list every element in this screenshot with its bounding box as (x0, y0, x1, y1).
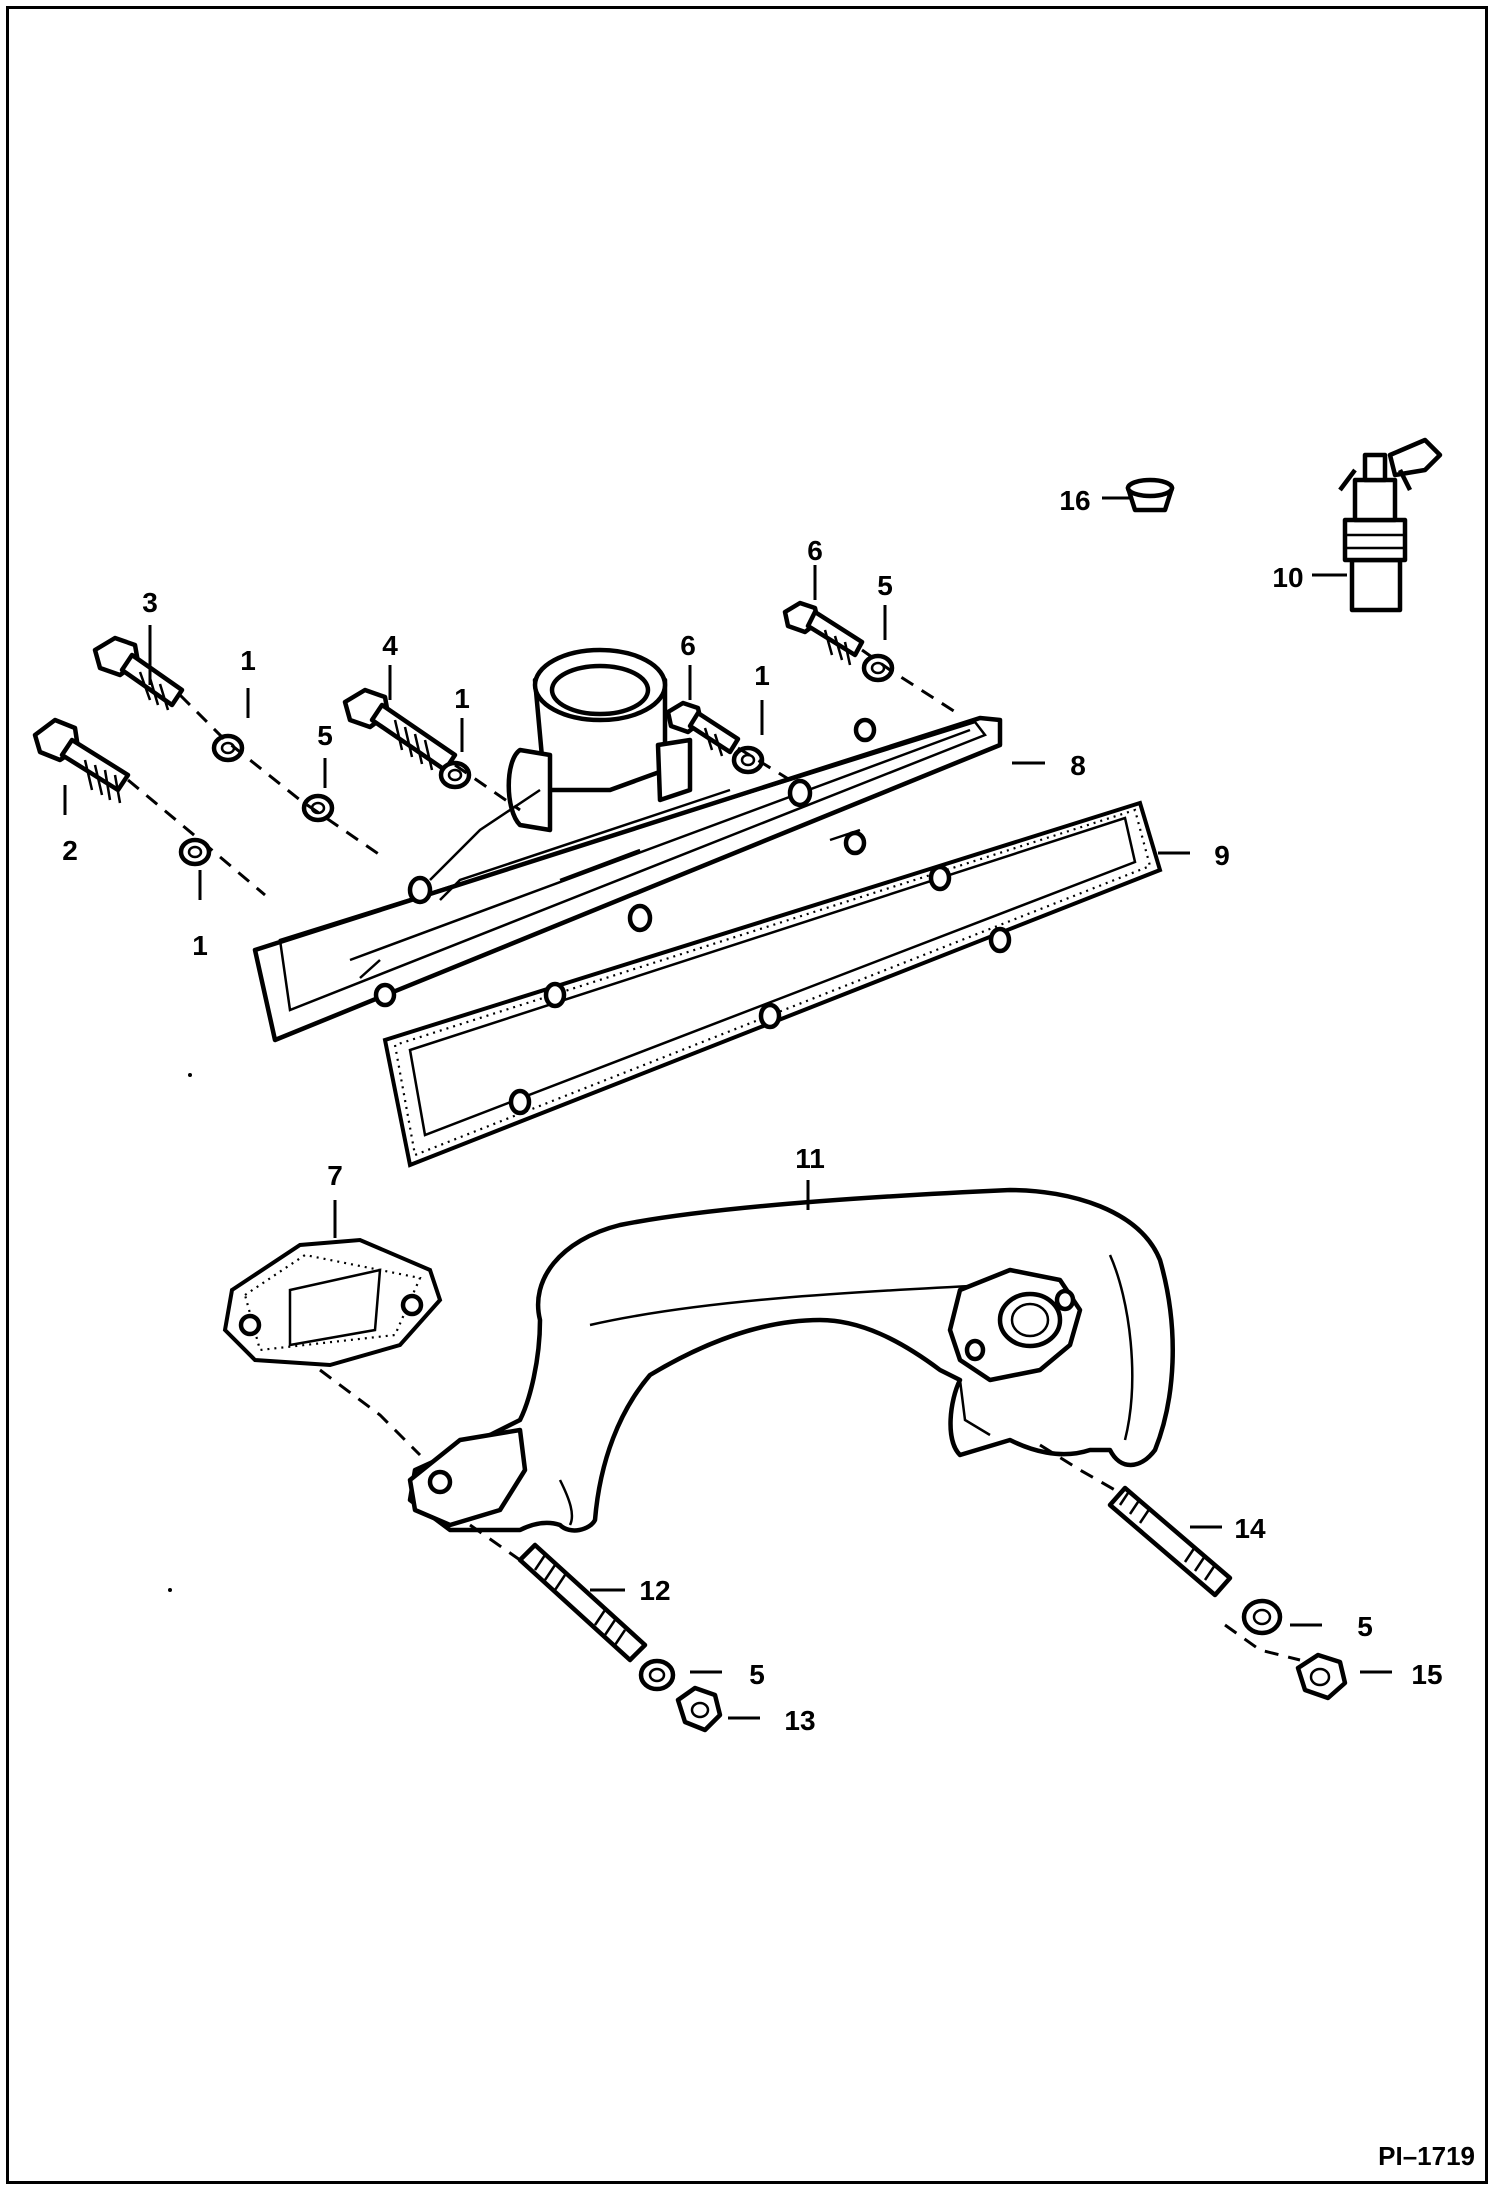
callout-4: 4 (382, 630, 398, 661)
callout-6-a: 6 (807, 535, 823, 566)
stud-14 (1107, 1485, 1233, 1598)
callout-5-c: 5 (749, 1659, 765, 1690)
washer-5-right (1241, 1598, 1283, 1636)
manifold-gasket (382, 800, 1163, 1168)
callout-1-b: 1 (454, 683, 470, 714)
plug-16 (1125, 477, 1175, 513)
nut-15 (1295, 1652, 1348, 1701)
callout-5-b: 5 (877, 570, 893, 601)
callout-16: 16 (1059, 485, 1090, 516)
gasket-7 (222, 1237, 443, 1368)
bolt-3 (92, 635, 185, 711)
callout-14: 14 (1234, 1513, 1266, 1544)
callout-15: 15 (1411, 1659, 1442, 1690)
figure-reference: PI–1719 (1378, 2141, 1475, 2171)
callout-1-a: 1 (240, 645, 256, 676)
callout-5-d: 5 (1357, 1611, 1373, 1642)
callout-5-a: 5 (317, 720, 333, 751)
nut-13 (675, 1685, 723, 1733)
assembly-lines-upper (127, 648, 961, 897)
bolt-6-lower (665, 700, 741, 757)
callout-9: 9 (1214, 840, 1230, 871)
speck (188, 1073, 192, 1077)
callout-1-d: 1 (192, 930, 208, 961)
stud-12 (517, 1542, 648, 1663)
diagram-frame (6, 6, 1488, 2184)
callout-6-b: 6 (680, 630, 696, 661)
callout-12: 12 (639, 1575, 670, 1606)
bolt-2 (32, 717, 131, 804)
washers (178, 653, 895, 867)
exhaust-elbow-11 (407, 1187, 1175, 1533)
assembly-lines-lower (319, 1368, 1301, 1662)
sensor-10 (1338, 437, 1443, 613)
speck (168, 1588, 172, 1592)
washer-5-left (638, 1658, 676, 1692)
callout-7: 7 (327, 1160, 343, 1191)
callout-11: 11 (795, 1143, 825, 1174)
intake-manifold (252, 647, 1003, 1043)
callout-2: 2 (62, 835, 78, 866)
callout-3: 3 (142, 587, 158, 618)
leader-lines (63, 496, 1392, 1720)
bolt-4 (342, 687, 458, 773)
bolt-6-upper (782, 600, 865, 666)
callout-13: 13 (784, 1705, 815, 1736)
callout-8: 8 (1070, 750, 1086, 781)
callout-10: 10 (1272, 562, 1303, 593)
callout-1-c: 1 (754, 660, 770, 691)
